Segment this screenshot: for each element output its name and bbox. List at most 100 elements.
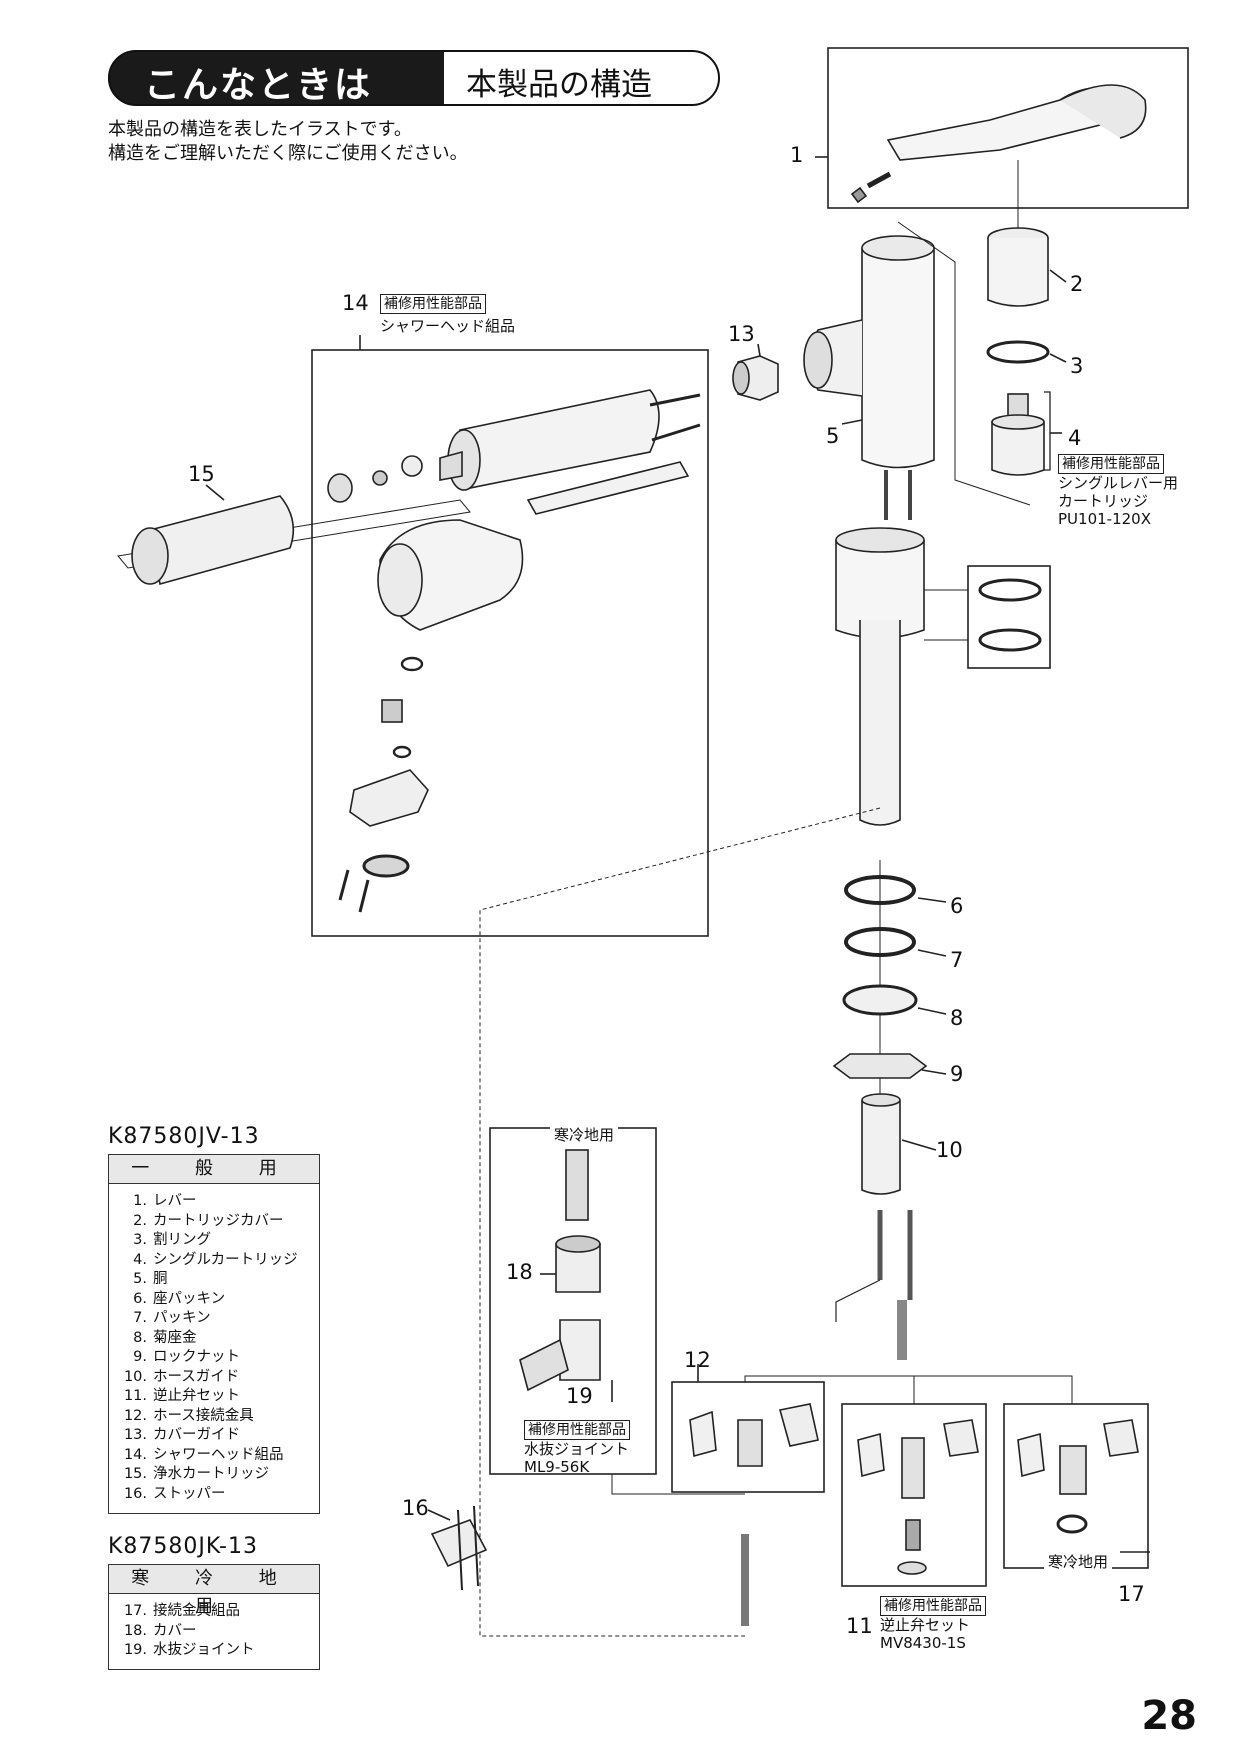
list-item: 4.シングルカートリッジ <box>133 1251 298 1268</box>
list-item: 14.シャワーヘッド組品 <box>123 1446 284 1463</box>
star-washer <box>842 984 918 1016</box>
part4-name: シングルレバー用 <box>1058 474 1179 492</box>
part4-name2: カートリッジ <box>1058 492 1149 510</box>
list-item: 6.座パッキン <box>133 1290 226 1307</box>
header-category-block <box>108 50 444 106</box>
lever-screw <box>850 186 868 204</box>
list-item: 13.カバーガイド <box>123 1427 240 1443</box>
holder-plate <box>526 461 690 515</box>
cold-area-label-1: 寒冷地用 <box>550 1126 619 1144</box>
part19-note: 補修用性能部品 水抜ジョイント ML9-56K <box>524 1420 630 1476</box>
general-list-heading: 一 般 用 <box>109 1155 319 1184</box>
list-item: 3.割リング <box>133 1232 211 1248</box>
body-tube <box>861 248 935 469</box>
part19-name: 水抜ジョイント <box>524 1440 630 1458</box>
intro-text: 本製品の構造を表したイラストです。 構造をご理解いただく際にご使用ください。 <box>108 118 468 166</box>
page-number: 28 <box>1141 1693 1197 1739</box>
part11-model: MV8430-1S <box>880 1634 966 1652</box>
callout-18: 18 <box>506 1260 533 1284</box>
cartridge-plane <box>117 499 471 569</box>
general-parts-list: 一 般 用 1.レバー 2.カートリッジカバー 3.割リング 4.シングルカート… <box>108 1154 320 1514</box>
callout-1: 1 <box>790 143 804 167</box>
seat-packing <box>844 875 916 905</box>
callout-16: 16 <box>402 1496 429 1520</box>
intro-line-2: 構造をご理解いただく際にご使用ください。 <box>108 143 468 164</box>
list-item: 7.パッキン <box>133 1310 211 1326</box>
callout-9: 9 <box>950 1062 964 1086</box>
general-items: 1.レバー 2.カートリッジカバー 3.割リング 4.シングルカートリッジ 5.… <box>109 1184 319 1510</box>
list-item: 17.接続金具組品 <box>123 1603 240 1619</box>
list-item: 2.カートリッジカバー <box>133 1212 284 1229</box>
list-item: 8.菊座金 <box>133 1329 197 1346</box>
mesh-filter <box>401 455 423 477</box>
part11-note: 補修用性能部品 逆止弁セット MV8430-1S <box>880 1596 986 1652</box>
header-category: こんなときは <box>144 65 373 106</box>
part4-badge: 補修用性能部品 <box>1058 454 1164 474</box>
part14-note: 補修用性能部品 シャワーヘッド組品 <box>380 294 515 335</box>
cold-list-heading: 寒 冷 地 用 <box>109 1565 319 1617</box>
list-item: 5.胴 <box>133 1271 168 1287</box>
page-title: 本製品の構造 <box>466 67 652 103</box>
list-item: 11.逆止弁セット <box>123 1388 240 1404</box>
shower-head-box <box>311 349 709 937</box>
callout-19: 19 <box>566 1384 593 1408</box>
cold-model: K87580JK-13 <box>108 1534 258 1559</box>
cold-parts-list: 寒 冷 地 用 17.接続金具組品 18.カバー 19.水抜ジョイント <box>108 1564 320 1670</box>
part19-model: ML9-56K <box>524 1458 590 1476</box>
split-ring <box>986 340 1050 364</box>
callout-5: 5 <box>826 424 840 448</box>
callout-15: 15 <box>188 462 215 486</box>
callout-17: 17 <box>1118 1582 1145 1606</box>
lock-nut <box>832 1053 928 1079</box>
callout-2: 2 <box>1070 272 1084 296</box>
filter-cartridge <box>149 495 295 586</box>
callout-7: 7 <box>950 948 964 972</box>
list-item: 18.カバー <box>123 1622 197 1639</box>
callout-4: 4 <box>1068 426 1082 450</box>
callout-6: 6 <box>950 894 964 918</box>
spray-plate <box>349 769 429 827</box>
cold-area-label-2: 寒冷地用 <box>1044 1553 1113 1571</box>
hose-end <box>565 1149 589 1221</box>
list-item: 9.ロックナット <box>133 1349 240 1365</box>
callout-10: 10 <box>936 1138 963 1162</box>
cold-items: 17.接続金具組品 18.カバー 19.水抜ジョイント <box>109 1594 319 1667</box>
part4-model: PU101-120X <box>1058 510 1151 528</box>
list-item: 12.ホース接続金具 <box>123 1407 254 1424</box>
callout-12: 12 <box>684 1348 711 1372</box>
callout-13: 13 <box>728 322 755 346</box>
callout-3: 3 <box>1070 354 1084 378</box>
callout-11: 11 <box>846 1614 873 1638</box>
lever-box <box>827 47 1189 209</box>
callout-14: 14 <box>342 291 369 315</box>
connector-fitting <box>1059 1445 1087 1495</box>
callout-8: 8 <box>950 1006 964 1030</box>
cartridge-cover-body <box>987 238 1049 307</box>
list-item: 19.水抜ジョイント <box>123 1642 255 1658</box>
header-outline <box>108 50 720 106</box>
part14-badge: 補修用性能部品 <box>380 294 486 314</box>
list-item: 10.ホースガイド <box>123 1368 240 1385</box>
hose-fitting-box <box>671 1381 825 1493</box>
filter-housing <box>459 389 660 489</box>
list-item: 16.ストッパー <box>123 1485 226 1502</box>
lever-head <box>1059 84 1147 139</box>
cartridge-body <box>991 421 1045 476</box>
hose-guide <box>861 1100 901 1195</box>
packing <box>844 927 916 957</box>
part19-badge: 補修用性能部品 <box>524 1420 630 1440</box>
general-model: K87580JV-13 <box>108 1124 260 1149</box>
hose-fitting <box>737 1419 763 1467</box>
list-item: 15.浄水カートリッジ <box>123 1466 269 1482</box>
threaded-shank <box>859 620 901 826</box>
section-header: こんなときは 本製品の構造 <box>108 50 720 106</box>
aerator <box>381 699 403 723</box>
part11-badge: 補修用性能部品 <box>880 1596 986 1616</box>
part4-note: 補修用性能部品 シングルレバー用 カートリッジ PU101-120X <box>1058 454 1178 528</box>
intro-line-1: 本製品の構造を表したイラストです。 <box>108 119 412 140</box>
adapter-ring <box>327 473 353 503</box>
part11-name: 逆止弁セット <box>880 1616 971 1634</box>
list-item: 1.レバー <box>133 1193 197 1209</box>
check-valve <box>901 1437 925 1499</box>
